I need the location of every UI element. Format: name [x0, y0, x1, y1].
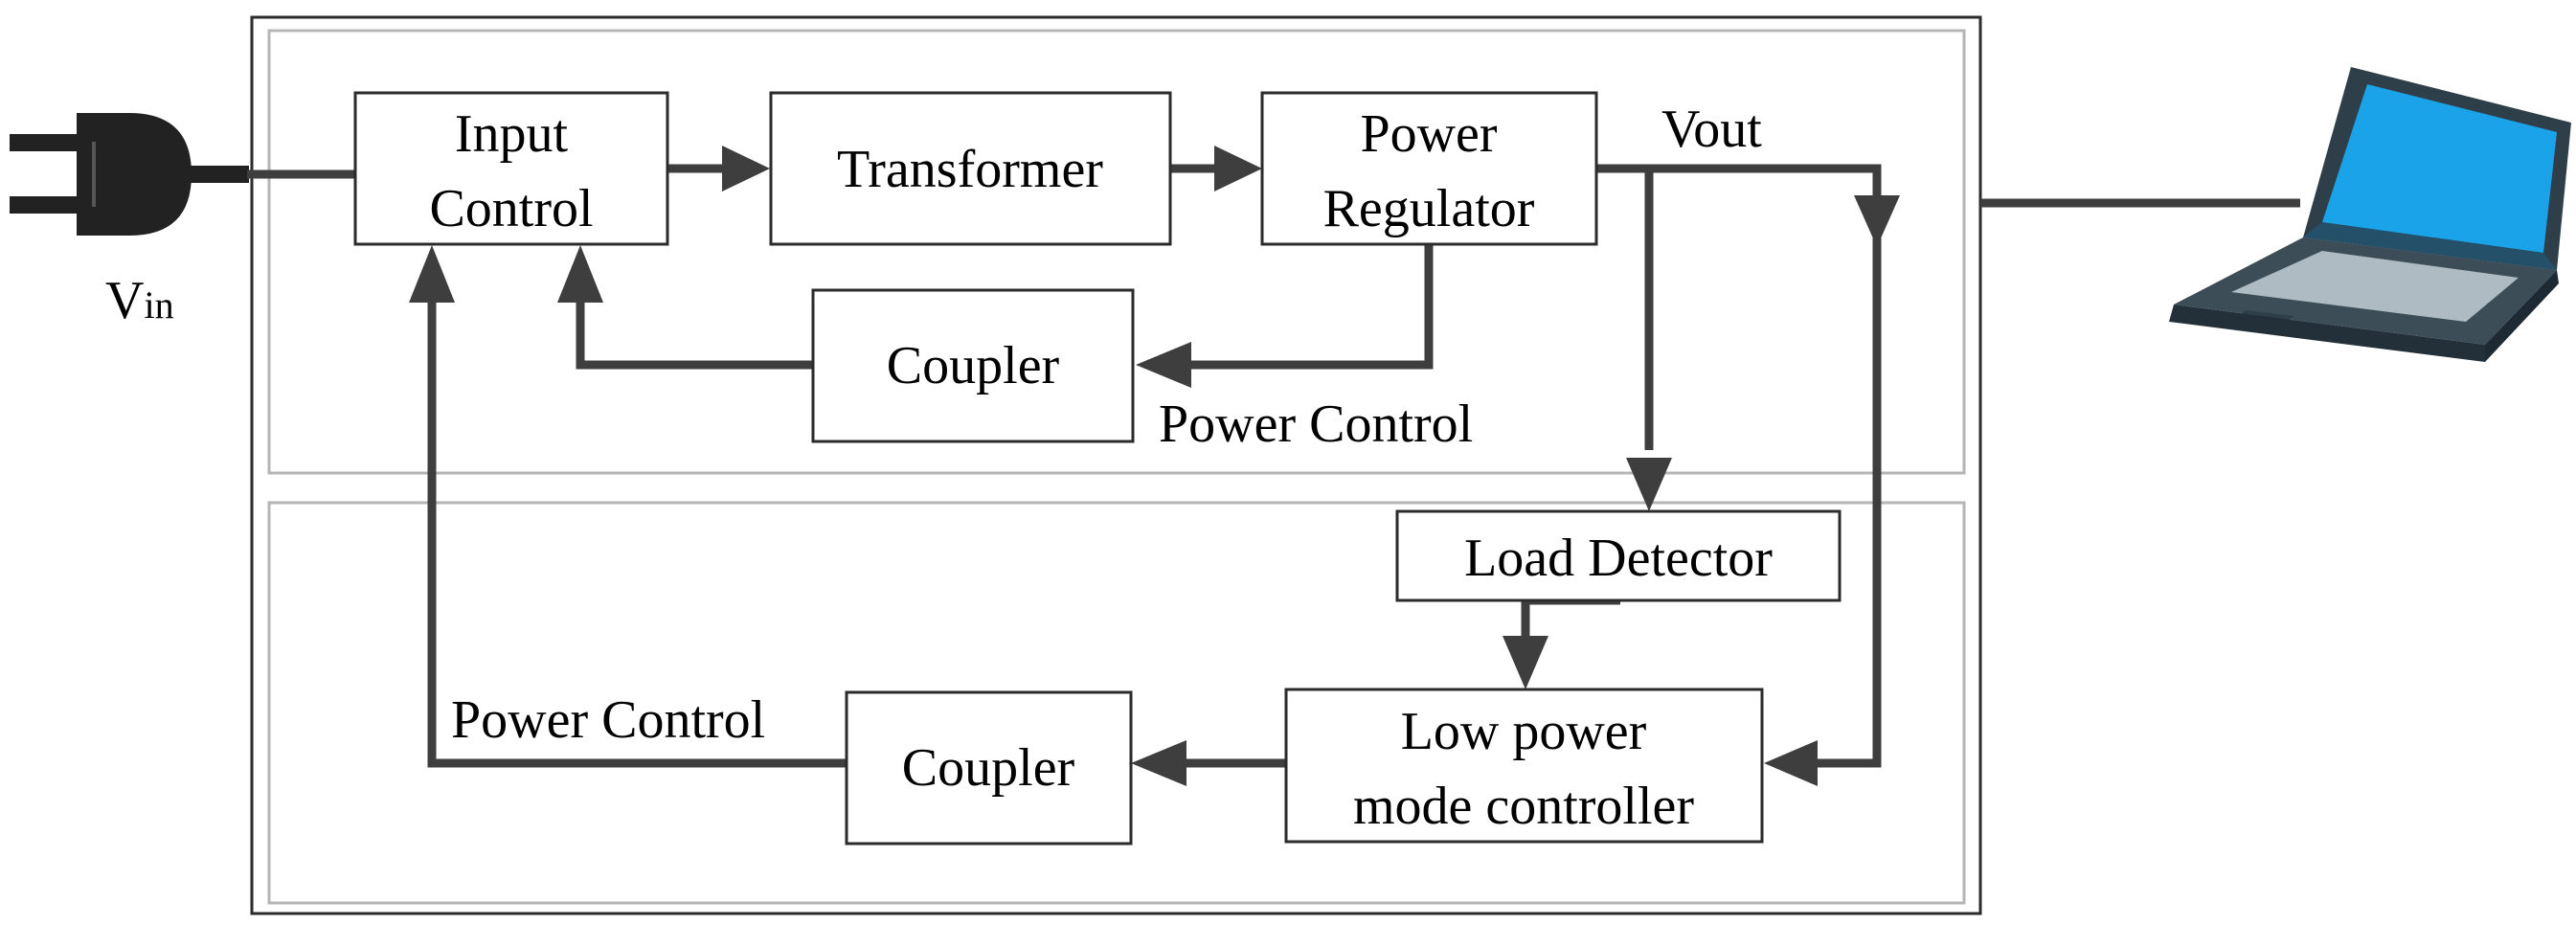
power-control-top-label: Power Control	[1159, 395, 1473, 454]
power-regulator-block: Power Regulator	[1260, 91, 1598, 246]
vout-wire	[1596, 164, 1882, 234]
coupler-to-input-feedback-wire	[427, 302, 847, 768]
transformer-block: Transformer	[769, 91, 1172, 246]
arrowhead-to-controller-side	[1764, 740, 1818, 786]
coupler-to-input-wire	[576, 302, 813, 370]
arrowhead-to-coupler-bottom	[1131, 740, 1186, 786]
svg-text:Low power: Low power	[1401, 702, 1647, 761]
arrowhead-to-coupler-top	[1136, 342, 1191, 388]
svg-text:Coupler: Coupler	[902, 738, 1075, 798]
outer-frame	[250, 15, 1982, 915]
svg-text:Coupler: Coupler	[887, 336, 1060, 395]
load-detector-to-controller-wire	[1521, 596, 1620, 642]
vout-label: Vout	[1661, 100, 1762, 159]
arrowhead-to-input-control-b	[409, 245, 455, 303]
arrowhead-to-controller-top	[1503, 636, 1548, 689]
laptop-icon	[2169, 67, 2571, 362]
regulator-to-coupler-wire	[1187, 243, 1434, 370]
low-power-mode-controller-block: Low power mode controller	[1284, 688, 1764, 844]
vout-to-controller-wire	[1810, 234, 1882, 768]
svg-text:mode controller: mode controller	[1353, 777, 1694, 836]
svg-text:Regulator: Regulator	[1323, 179, 1535, 238]
arrowhead-to-load-detector	[1626, 458, 1672, 511]
svg-text:Transformer: Transformer	[837, 140, 1103, 199]
lower-section-frame	[267, 501, 1966, 905]
svg-text:Power: Power	[1360, 104, 1497, 164]
input-control-block: Input Control	[353, 91, 669, 246]
svg-text:Load Detector: Load Detector	[1464, 529, 1773, 588]
upper-section-frame	[267, 29, 1966, 475]
coupler-bottom-block: Coupler	[845, 690, 1133, 846]
arrowhead-to-regulator	[1214, 146, 1262, 192]
arrowhead-vout-down	[1854, 195, 1900, 247]
power-plug-icon	[10, 113, 249, 236]
svg-text:Input: Input	[455, 104, 569, 164]
vin-label: Vin	[105, 271, 174, 330]
load-detector-block: Load Detector	[1395, 509, 1842, 602]
power-control-bottom-label: Power Control	[451, 690, 765, 750]
arrowhead-to-transformer	[722, 146, 770, 192]
arrowhead-to-input-control-a	[557, 245, 603, 303]
svg-text:Control: Control	[429, 179, 593, 238]
coupler-top-block: Coupler	[811, 288, 1135, 443]
